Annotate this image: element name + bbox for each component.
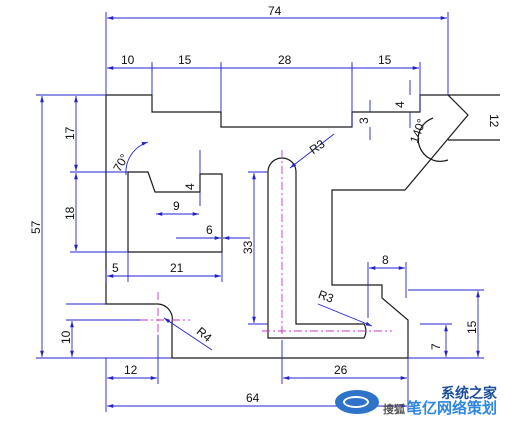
dim-text-3: 3 — [357, 117, 371, 124]
dim-text-18: 18 — [63, 206, 77, 220]
watermark-line2-main: 笔亿网络策划 — [406, 399, 497, 418]
dim-text-15-top-b: 15 — [378, 53, 392, 67]
ext-lines-12-bottom — [105, 335, 159, 412]
vertical-slot — [267, 157, 367, 339]
angle-arc-70 — [125, 141, 149, 176]
dim-text-r4: R4 — [194, 324, 215, 345]
ext-lines-8 — [367, 262, 407, 318]
ext-lines-left — [36, 94, 172, 359]
ext-lines-26 — [281, 340, 409, 384]
dim-text-8: 8 — [382, 253, 389, 267]
dim-text-64: 64 — [246, 391, 260, 405]
ext-lines-74 — [105, 12, 449, 95]
watermark-line2: 搜狐笔亿网络策划 — [382, 399, 497, 418]
watermark-line2-prefix: 搜狐 — [382, 403, 405, 417]
dim-text-21: 21 — [170, 261, 184, 275]
ext-lines-5-21 — [105, 252, 223, 282]
angle-arc-140 — [417, 117, 449, 162]
ext-lines-15-right — [408, 289, 484, 359]
dim-text-inner-4: 4 — [183, 183, 197, 190]
dim-text-5: 5 — [112, 261, 119, 275]
watermark-logo-icon — [334, 389, 379, 414]
dim-text-17: 17 — [63, 126, 77, 140]
dim-text-9: 9 — [173, 199, 180, 213]
dim-text-6: 6 — [206, 223, 213, 237]
dim-text-10-left: 10 — [59, 330, 73, 344]
dim-text-15-top-a: 15 — [178, 53, 192, 67]
dim-text-26: 26 — [334, 363, 348, 377]
top-right-notch — [448, 94, 500, 141]
ext-lines-33 — [248, 171, 268, 325]
dim-text-12-bottom: 12 — [124, 363, 138, 377]
dim-text-7: 7 — [429, 343, 443, 350]
dimline-ticks — [151, 64, 353, 72]
dim-text-12-right: 12 — [487, 114, 501, 128]
dim-text-10-top: 10 — [121, 53, 135, 67]
dim-text-r3-top: R3 — [307, 137, 328, 157]
leader-r3-bottom — [317, 303, 373, 327]
dim-text-28-top: 28 — [278, 53, 292, 67]
leader-r4 — [163, 317, 213, 351]
leader-r3-top — [289, 133, 335, 169]
dim-text-4-right: 4 — [393, 101, 407, 108]
dim-text-33: 33 — [241, 240, 255, 254]
dim-text-57: 57 — [29, 220, 43, 234]
r4-centerline — [140, 292, 190, 335]
dim-text-r3-bottom: R3 — [316, 287, 336, 306]
watermark-line1: 系统之家 — [441, 385, 497, 402]
ext-lines-top-chain — [151, 62, 421, 127]
dim-text-70: 70° — [110, 151, 131, 174]
dim-text-74: 74 — [268, 4, 282, 18]
watermark-text: 系统之家 搜狐笔亿网络策划 — [382, 385, 497, 418]
dim-text-15-right: 15 — [465, 320, 479, 334]
watermark: 系统之家 搜狐笔亿网络策划 — [334, 385, 497, 418]
